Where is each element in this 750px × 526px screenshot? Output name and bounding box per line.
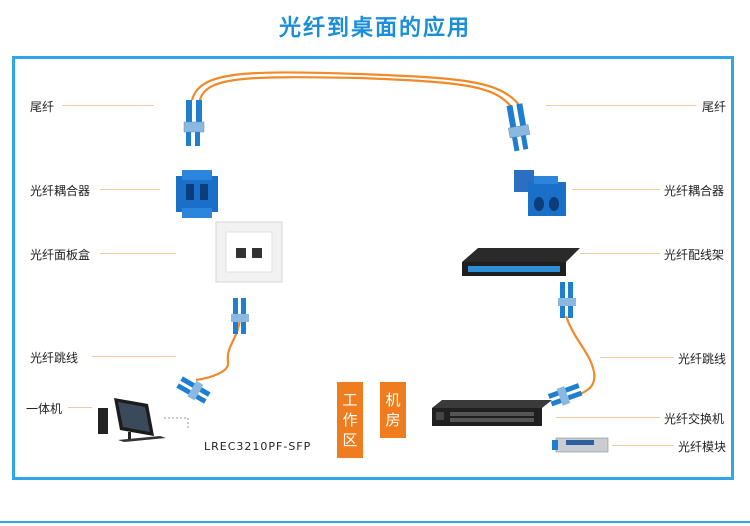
zone-char: 工 [342, 391, 358, 409]
lc-connector-icon [231, 298, 249, 334]
leader-line [100, 189, 160, 190]
label-patchcord-right: 光纤跳线 [678, 352, 727, 366]
lc-connector-icon [183, 100, 205, 146]
label-coupler-right: 光纤耦合器 [664, 184, 725, 198]
leader-line [92, 356, 176, 357]
page-title: 光纤到桌面的应用 [278, 16, 471, 41]
zone-machine-room: 机 房 [380, 382, 406, 438]
switch-icon [432, 400, 552, 426]
leader-line [572, 189, 660, 190]
fiber-cable-icon [198, 76, 513, 109]
zone-work-area: 工 作 区 [337, 382, 363, 458]
bottom-divider [0, 521, 750, 523]
label-patchcord-left: 光纤跳线 [30, 351, 79, 365]
leader-line [556, 417, 660, 418]
label-faceplate: 光纤面板盒 [30, 248, 91, 262]
label-module: 光纤模块 [678, 440, 727, 454]
leader-line [580, 253, 660, 254]
lc-connector-icon [176, 376, 211, 404]
patch-panel-icon [462, 248, 580, 276]
leader-line [100, 253, 176, 254]
zone-char: 作 [342, 411, 358, 429]
faceplate-box-icon [215, 221, 283, 283]
label-switch: 光纤交换机 [664, 412, 725, 426]
zone-char: 区 [342, 431, 358, 449]
sc-coupler-icon [176, 170, 218, 218]
lc-connector-icon [506, 103, 531, 152]
label-aio-pc: 一体机 [26, 402, 63, 416]
leader-line [600, 357, 674, 358]
fiber-cable-icon [190, 71, 521, 107]
leader-line [68, 407, 92, 408]
label-coupler-left: 光纤耦合器 [30, 184, 91, 198]
fiber-cable-icon [564, 315, 596, 396]
label-patch-panel: 光纤配线架 [664, 248, 725, 262]
leader-line [612, 445, 674, 446]
all-in-one-pc-icon [98, 398, 166, 442]
sc-coupler-icon [514, 170, 566, 216]
label-pigtail-left: 尾纤 [30, 100, 55, 114]
model-label: LREC3210PF-SFP [204, 440, 312, 453]
label-pigtail-right: 尾纤 [702, 100, 727, 114]
lc-connector-icon [547, 383, 583, 407]
diagram-frame [12, 56, 734, 480]
sfp-module-icon [552, 437, 609, 453]
lc-connector-icon [558, 282, 576, 318]
zone-char: 机 [385, 391, 401, 409]
leader-line [62, 105, 154, 106]
zone-char: 房 [385, 411, 401, 429]
leader-line [546, 105, 696, 106]
